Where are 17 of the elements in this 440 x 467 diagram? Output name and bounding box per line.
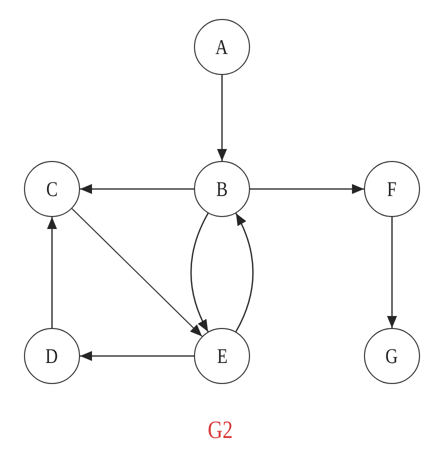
caption: G2: [207, 416, 233, 446]
node-label: B: [216, 178, 228, 200]
node-label: A: [216, 36, 228, 58]
arrow: [387, 217, 397, 328]
node-label: C: [46, 178, 58, 200]
node-label: D: [46, 346, 58, 366]
node-label: F: [387, 178, 397, 200]
arrow: [80, 351, 194, 361]
arrow: [47, 217, 57, 328]
arrow: [217, 75, 227, 161]
node-label: E: [216, 346, 228, 366]
arrow: [71, 208, 203, 337]
arrow: [235, 212, 254, 332]
arrow: [250, 184, 364, 194]
arrow: [190, 212, 209, 332]
node-label: G: [386, 346, 398, 366]
arrow: [80, 184, 194, 194]
